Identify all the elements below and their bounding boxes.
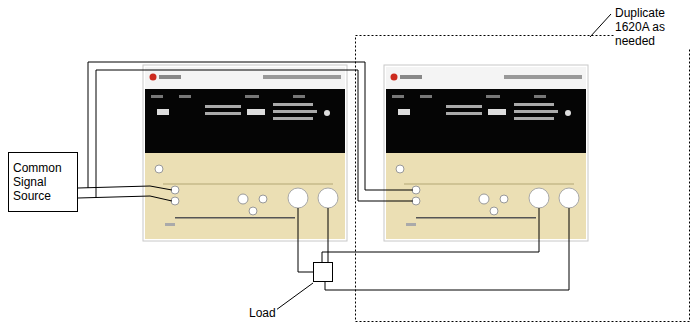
signal-source-box: Common Signal Source	[8, 152, 78, 212]
region-callout: Duplicate 1620A as needed	[614, 6, 696, 48]
amplifier-1620a	[384, 65, 588, 241]
duplicate-region	[356, 36, 690, 322]
load-label: Load	[248, 306, 277, 320]
amplifier-1620a	[143, 65, 347, 241]
wires	[78, 14, 611, 310]
box-text: Common Signal Source	[13, 161, 73, 203]
